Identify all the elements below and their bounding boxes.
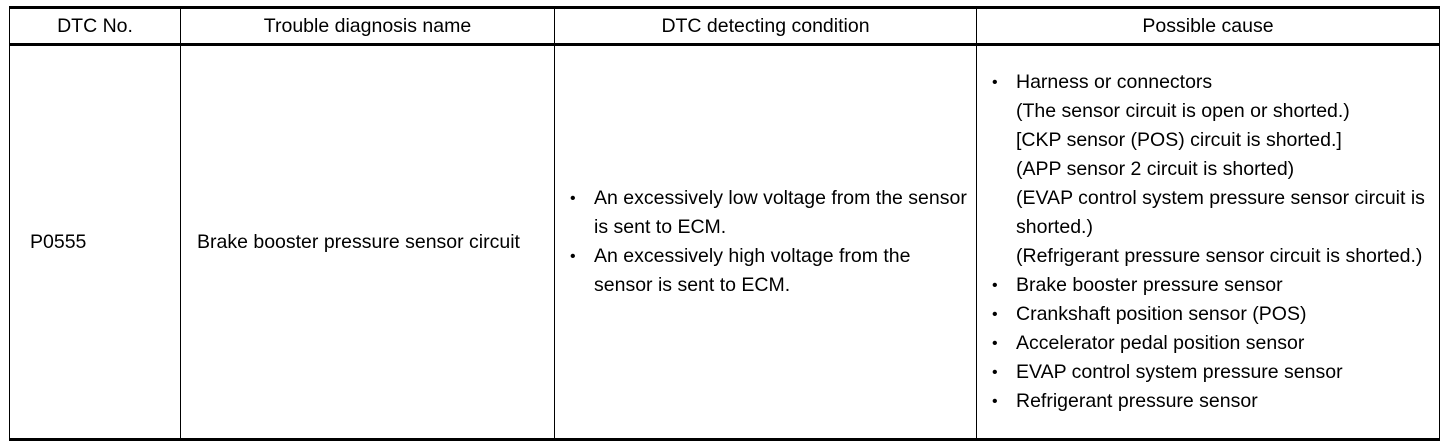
cause-text: Harness or connectors [1016, 71, 1213, 93]
header-possible-cause: Possible cause [976, 6, 1440, 46]
cause-text: Crankshaft position sensor (POS) [1016, 303, 1307, 325]
cause-item: • Refrigerant pressure sensor [989, 387, 1435, 416]
condition-text: An excessively low voltage from the sens… [594, 187, 967, 238]
header-dtc-detecting-condition: DTC detecting condition [554, 6, 977, 46]
cause-item: • Brake booster pressure sensor [989, 271, 1435, 300]
dtc-table: DTC No. Trouble diagnosis name DTC detec… [9, 6, 1440, 441]
condition-item: • An excessively high voltage from the s… [567, 242, 970, 300]
bullet-icon: • [570, 248, 576, 265]
header-row: DTC No. Trouble diagnosis name DTC detec… [9, 6, 1440, 46]
cause-item: • Accelerator pedal position sensor [989, 329, 1435, 358]
cause-detail: (APP sensor 2 circuit is shorted) [1016, 158, 1295, 180]
header-dtc-no: DTC No. [9, 6, 181, 46]
table-row: P0555 Brake booster pressure sensor circ… [9, 44, 1440, 441]
cause-detail: [CKP sensor (POS) circuit is shorted.] [1016, 129, 1342, 151]
condition-item: • An excessively low voltage from the se… [567, 184, 970, 242]
dtc-number-cell: P0555 [9, 44, 181, 441]
condition-list: • An excessively low voltage from the se… [567, 184, 970, 300]
cause-detail: (The sensor circuit is open or shorted.) [1016, 100, 1350, 122]
bullet-icon: • [992, 277, 998, 294]
bullet-icon: • [992, 335, 998, 352]
cause-list: • Harness or connectors (The sensor circ… [989, 68, 1435, 416]
cause-text: Refrigerant pressure sensor [1016, 390, 1258, 412]
cause-text: Accelerator pedal position sensor [1016, 332, 1305, 354]
bullet-icon: • [992, 74, 998, 91]
bullet-icon: • [570, 190, 576, 207]
bullet-icon: • [992, 393, 998, 410]
bullet-icon: • [992, 306, 998, 323]
trouble-diagnosis-name-cell: Brake booster pressure sensor circuit [180, 44, 555, 441]
header-trouble-diagnosis-name: Trouble diagnosis name [180, 6, 555, 46]
cause-item: • EVAP control system pressure sensor [989, 358, 1435, 387]
cause-detail: (Refrigerant pressure sensor circuit is … [1016, 245, 1423, 267]
cause-item: • Crankshaft position sensor (POS) [989, 300, 1435, 329]
detecting-condition-cell: • An excessively low voltage from the se… [554, 44, 977, 441]
cause-item: • Harness or connectors (The sensor circ… [989, 68, 1435, 271]
cause-detail: (EVAP control system pressure sensor cir… [1016, 187, 1425, 238]
bullet-icon: • [992, 364, 998, 381]
cause-text: EVAP control system pressure sensor [1016, 361, 1343, 383]
cause-text: Brake booster pressure sensor [1016, 274, 1283, 296]
condition-text: An excessively high voltage from the sen… [594, 245, 911, 296]
possible-cause-cell: • Harness or connectors (The sensor circ… [976, 44, 1440, 441]
